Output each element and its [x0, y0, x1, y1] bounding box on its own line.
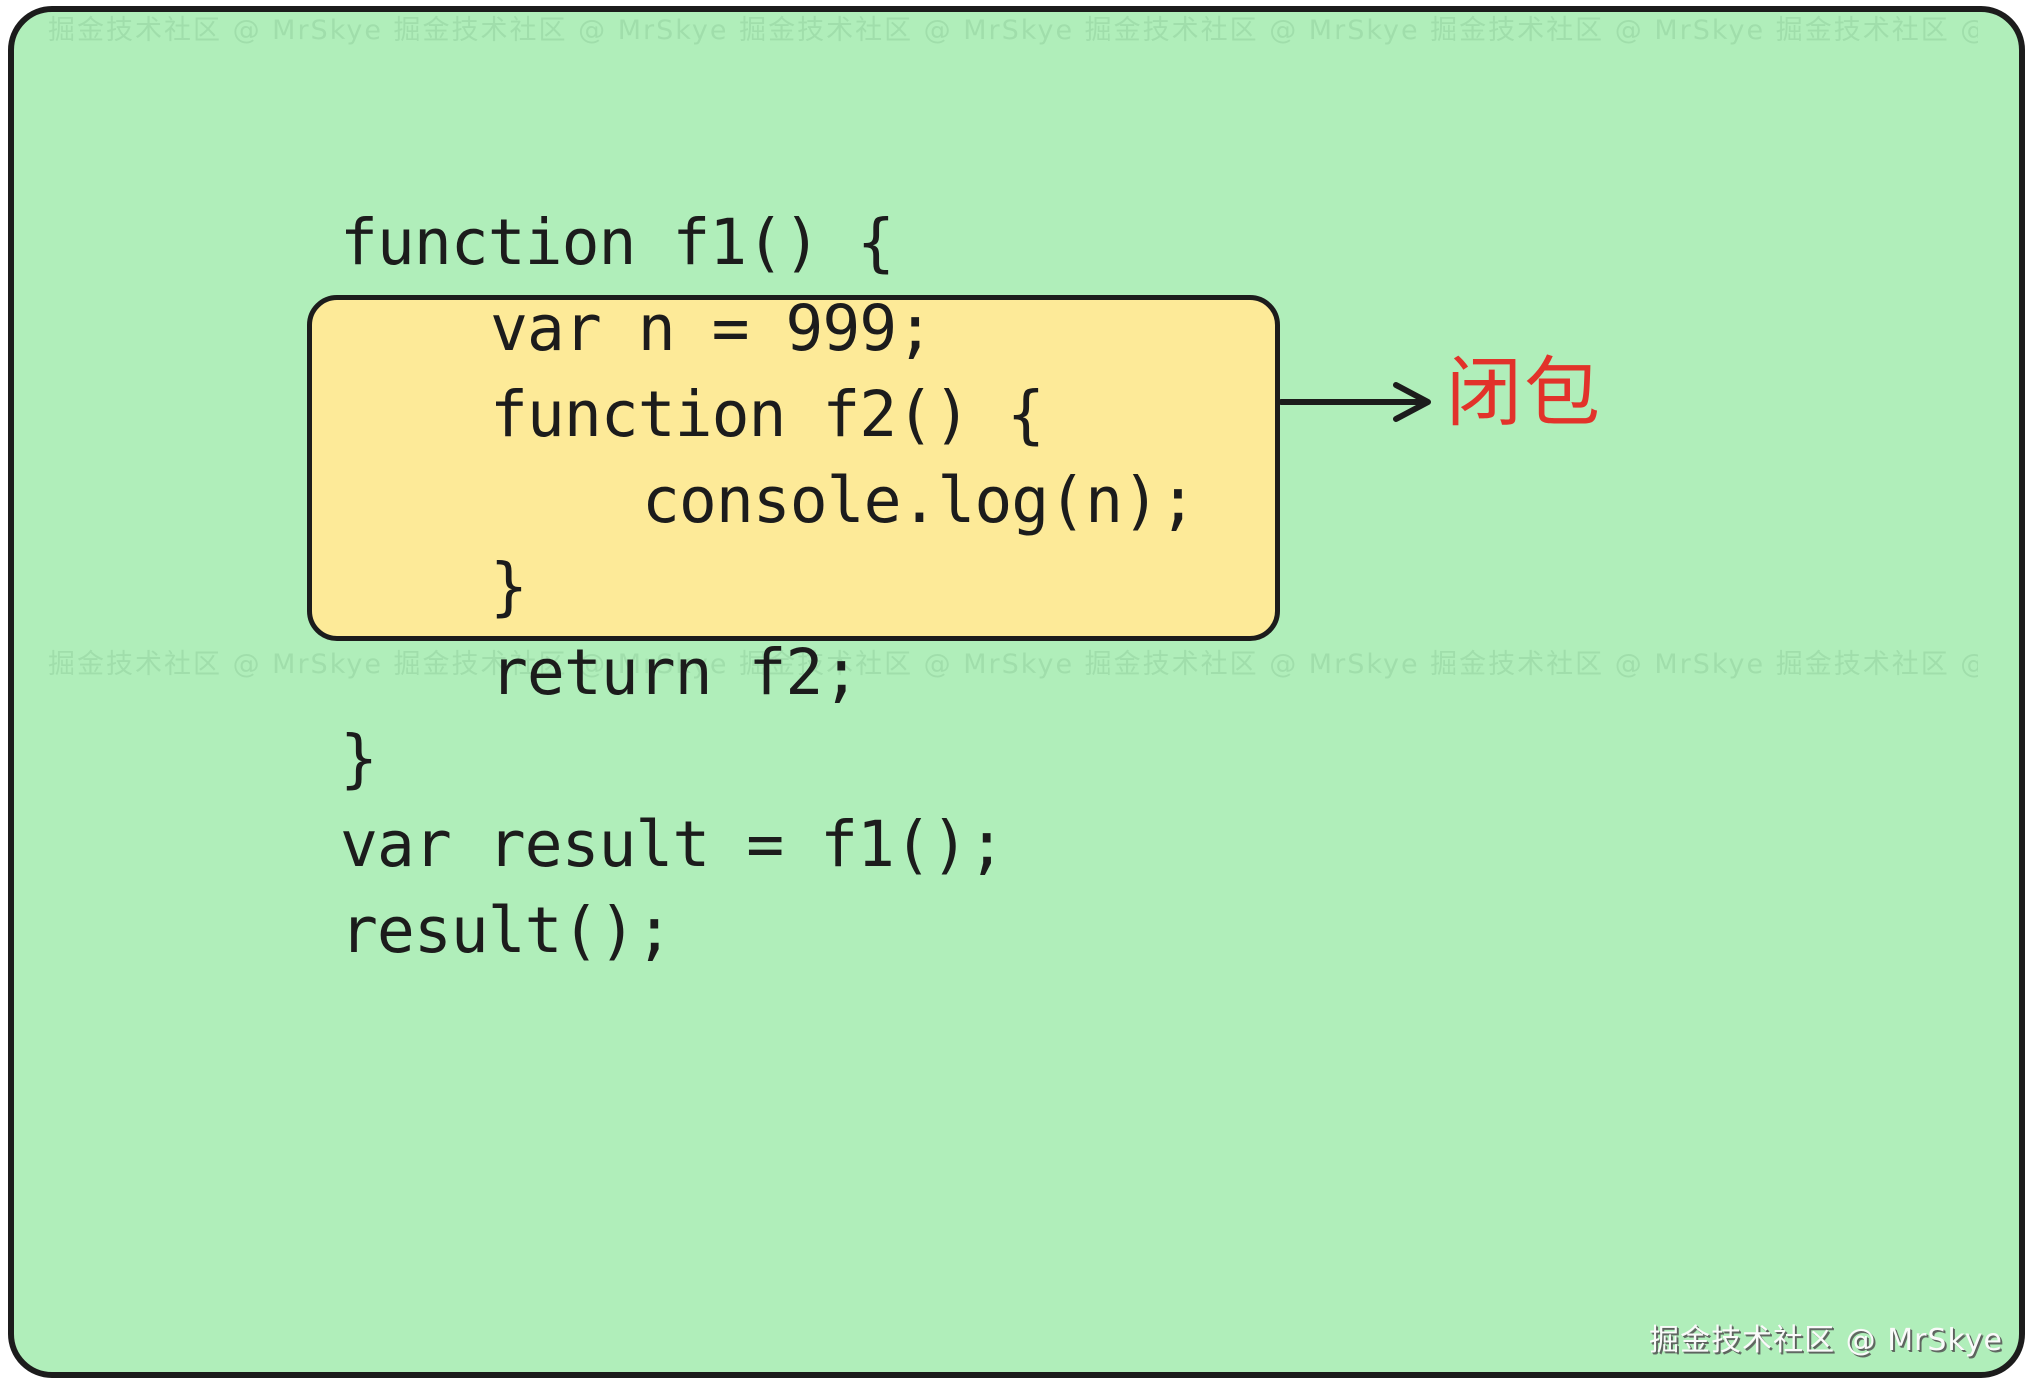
code-line-var-result: var result = f1();: [340, 808, 1006, 881]
watermark: 掘金技术社区 @ MrSkye: [1649, 1323, 2003, 1358]
code-line-function-f1: function f1() {: [340, 206, 895, 279]
code-line-return-f2: return f2;: [490, 636, 860, 709]
code-line-console-log: console.log(n);: [642, 464, 1197, 537]
canvas-frame: [8, 6, 2025, 1378]
closure-highlight-box: [307, 295, 1280, 641]
code-line-result-call: result();: [340, 894, 673, 967]
closure-label: 闭包: [1446, 348, 1602, 437]
code-line-function-f2: function f2() {: [490, 378, 1045, 451]
code-line-close-brace-f1: }: [340, 722, 378, 795]
code-line-close-brace-f2: }: [490, 550, 528, 623]
arrow-right-icon: [1278, 382, 1431, 422]
code-line-var-n: var n = 999;: [490, 292, 934, 365]
